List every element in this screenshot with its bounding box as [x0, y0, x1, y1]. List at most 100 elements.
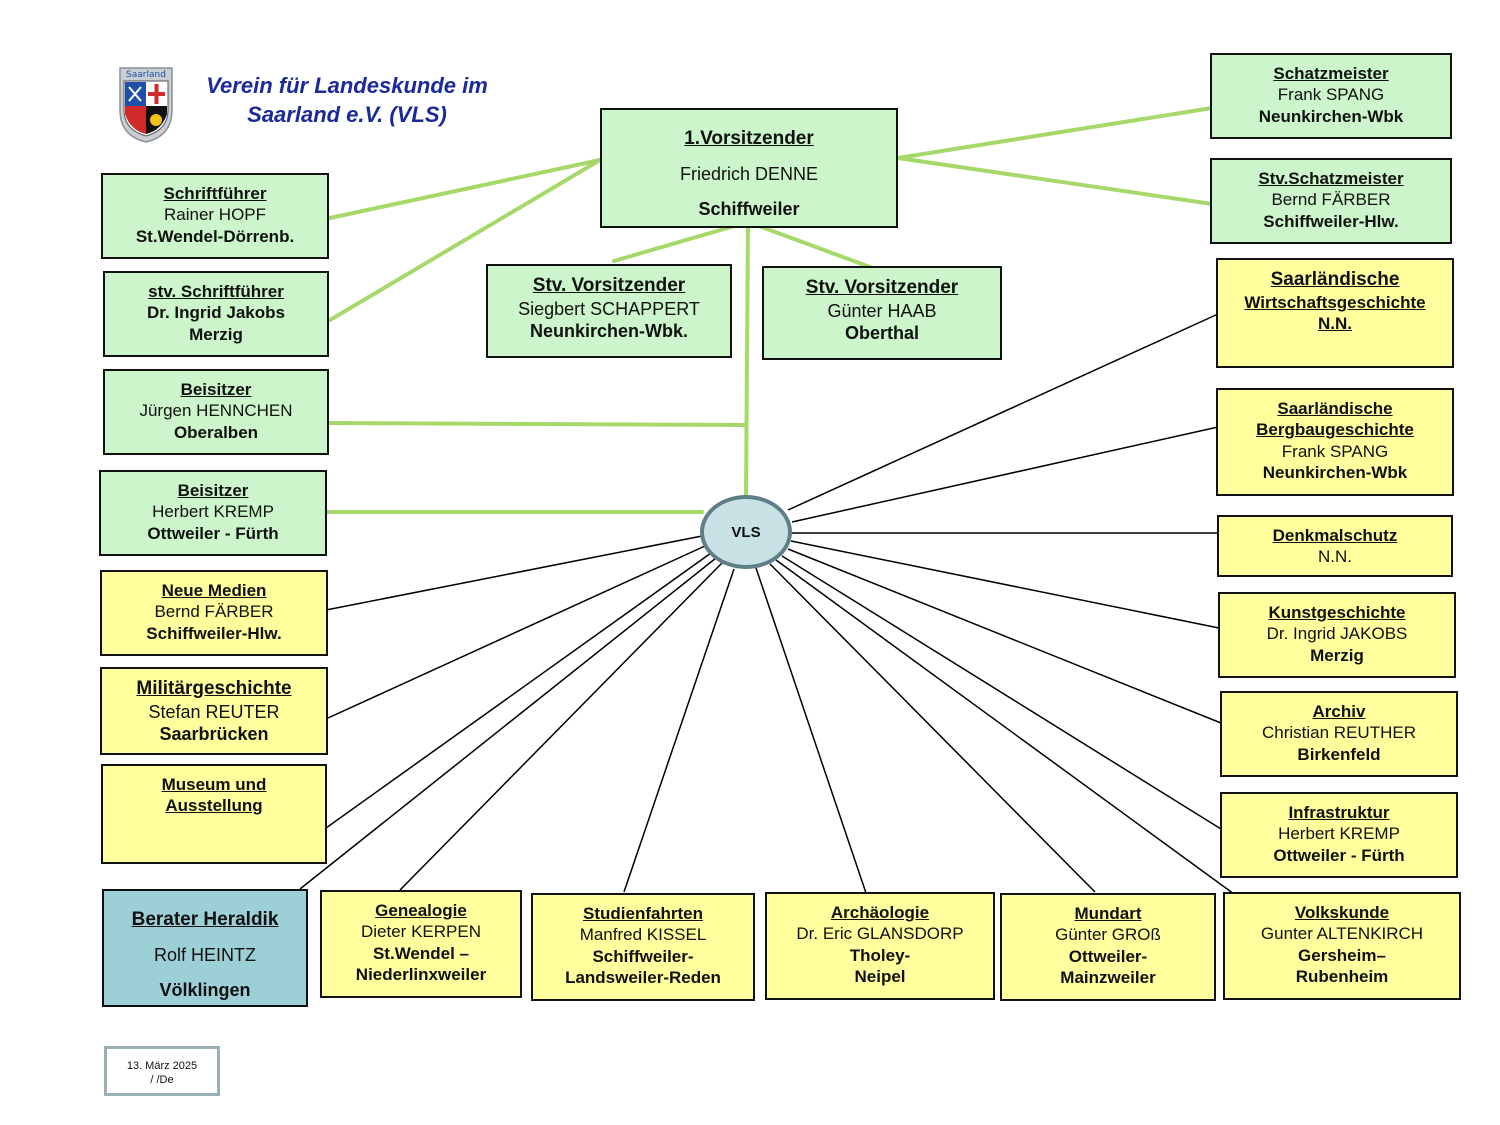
archiv-location: Birkenfeld [1297, 744, 1381, 764]
mundart-title: Mundart [1074, 904, 1142, 923]
militaergeschichte-box: Militärgeschichte Stefan REUTER Saarbrüc… [100, 667, 328, 755]
bergbaugeschichte-person: Frank SPANG [1281, 441, 1389, 461]
link-wirtschaft [787, 313, 1219, 511]
treasurer-person: Frank SPANG [1277, 85, 1385, 105]
militaergeschichte-title: Militärgeschichte [136, 678, 292, 699]
assessor1-person: Jürgen HENNCHEN [139, 401, 293, 421]
assessor1-box: Beisitzer Jürgen HENNCHEN Oberalben [103, 369, 329, 455]
link-heraldik [299, 557, 717, 890]
vice1-location: Neunkirchen-Wbk. [529, 321, 689, 342]
infrastruktur-location: Ottweiler - Fürth [1273, 845, 1405, 865]
denkmalschutz-box: Denkmalschutz N.N. [1217, 515, 1453, 577]
vice2-title: Stv. Vorsitzender [805, 277, 959, 298]
chair-title: 1.Vorsitzender [684, 128, 814, 149]
link-chair-treasurer [896, 106, 1214, 160]
link-volkskunde [775, 559, 1235, 895]
volkskunde-title: Volkskunde [1294, 903, 1390, 922]
archiv-title: Archiv [1312, 702, 1366, 721]
link-chair-hub [744, 220, 750, 498]
link-museum [325, 552, 712, 829]
assessor2-box: Beisitzer Herbert KREMP Ottweiler - Fürt… [99, 470, 327, 556]
secretary-box: Schriftführer Rainer HOPF St.Wendel-Dörr… [101, 173, 329, 259]
archaeologie-location-line1: Tholey- [849, 945, 911, 965]
svg-text:Saarland: Saarland [126, 70, 166, 80]
link-assessor1 [326, 421, 748, 427]
secretary-title: Schriftführer [163, 184, 267, 203]
museum-box: Museum und Ausstellung [101, 764, 327, 864]
mundart-box: Mundart Günter GROß Ottweiler- Mainzweil… [1000, 893, 1216, 1001]
wirtschaftsgeschichte-title-line2: Wirtschaftsgeschichte [1244, 292, 1426, 312]
link-studienfahrten [623, 568, 735, 893]
heraldik-person: Rolf HEINTZ [153, 945, 256, 966]
treasurer-box: Schatzmeister Frank SPANG Neunkirchen-Wb… [1210, 53, 1452, 139]
volkskunde-location-line1: Gersheim– [1298, 945, 1386, 965]
vice1-box: Stv. Vorsitzender Siegbert SCHAPPERT Neu… [486, 264, 732, 358]
vice-treasurer-location: Schiffweiler-Hlw. [1263, 211, 1399, 231]
neue-medien-person: Bernd FÄRBER [154, 602, 274, 622]
assessor2-location: Ottweiler - Fürth [147, 523, 279, 543]
chair-box: 1.Vorsitzender Friedrich DENNE Schiffwei… [600, 108, 898, 228]
reference-text: / /De [150, 1074, 174, 1087]
assessor1-title: Beisitzer [180, 380, 252, 399]
infrastruktur-box: Infrastruktur Herbert KREMP Ottweiler - … [1220, 792, 1458, 878]
genealogie-location-line1: St.Wendel – [372, 943, 470, 963]
mundart-location-line1: Ottweiler- [1068, 946, 1148, 966]
bergbaugeschichte-title-line2: Bergbaugeschichte [1256, 420, 1414, 440]
vice1-person: Siegbert SCHAPPERT [518, 298, 700, 319]
studienfahrten-location-line1: Schiffweiler- [592, 946, 694, 966]
infrastruktur-title: Infrastruktur [1288, 803, 1390, 822]
link-bergbau [791, 426, 1219, 523]
neue-medien-location: Schiffweiler-Hlw. [146, 623, 282, 643]
heraldik-location: Völklingen [159, 980, 251, 1001]
link-neue-medien [325, 535, 703, 611]
wirtschaftsgeschichte-title-line1: Saarländische [1270, 269, 1400, 290]
vice1-title: Stv. Vorsitzender [532, 275, 686, 296]
link-chair-vice-treasurer [896, 156, 1214, 206]
kunstgeschichte-box: Kunstgeschichte Dr. Ingrid JAKOBS Merzig [1218, 592, 1456, 678]
treasurer-location: Neunkirchen-Wbk [1258, 106, 1404, 126]
vice-treasurer-person: Bernd FÄRBER [1271, 190, 1391, 210]
archaeologie-location-line2: Neipel [854, 966, 906, 986]
assessor2-title: Beisitzer [177, 481, 249, 500]
link-chair-vice1 [612, 220, 750, 263]
page-title-line1: Verein für Landeskunde im [206, 73, 488, 98]
volkskunde-location-line2: Rubenheim [1295, 966, 1389, 986]
denkmalschutz-person: N.N. [1318, 547, 1352, 567]
date-box: 13. März 2025 / /De [104, 1046, 220, 1096]
mundart-location-line2: Mainzweiler [1060, 967, 1156, 987]
link-chair-secretary [328, 158, 602, 220]
studienfahrten-person: Manfred KISSEL [579, 925, 707, 945]
infrastruktur-person: Herbert KREMP [1278, 824, 1400, 844]
kunstgeschichte-person: Dr. Ingrid JAKOBS [1266, 624, 1408, 644]
studienfahrten-box: Studienfahrten Manfred KISSEL Schiffweil… [531, 893, 755, 1001]
vice-treasurer-title: Stv.Schatzmeister [1258, 169, 1404, 188]
genealogie-box: Genealogie Dieter KERPEN St.Wendel – Nie… [320, 890, 522, 998]
kunstgeschichte-location: Merzig [1310, 645, 1364, 665]
bergbaugeschichte-box: Saarländische Bergbaugeschichte Frank SP… [1216, 388, 1454, 496]
vice-treasurer-box: Stv.Schatzmeister Bernd FÄRBER Schiffwei… [1210, 158, 1452, 244]
museum-title-line1: Museum und [161, 775, 267, 794]
kunstgeschichte-title: Kunstgeschichte [1268, 603, 1406, 622]
neue-medien-title: Neue Medien [161, 581, 267, 600]
archaeologie-title: Archäologie [830, 903, 930, 922]
archiv-box: Archiv Christian REUTHER Birkenfeld [1220, 691, 1458, 777]
date-text: 13. März 2025 [126, 1060, 198, 1072]
vice2-person: Günter HAAB [827, 300, 937, 321]
vice-secretary-box: stv. Schriftführer Dr. Ingrid Jakobs Mer… [103, 271, 329, 357]
bergbaugeschichte-title-line1: Saarländische [1277, 399, 1393, 418]
chair-location: Schiffweiler [698, 199, 800, 220]
militaergeschichte-location: Saarbrücken [159, 724, 269, 745]
link-mundart [769, 563, 1096, 893]
wirtschaftsgeschichte-person: N.N. [1318, 314, 1352, 333]
neue-medien-box: Neue Medien Bernd FÄRBER Schiffweiler-Hl… [100, 570, 328, 656]
link-chair-vice2 [746, 220, 872, 269]
bergbaugeschichte-location: Neunkirchen-Wbk [1262, 462, 1408, 482]
link-archaeologie [755, 567, 867, 894]
page-title-line2: Saarland e.V. (VLS) [247, 101, 447, 127]
secretary-person: Rainer HOPF [163, 205, 267, 225]
studienfahrten-location-line2: Landsweiler-Reden [565, 967, 721, 987]
denkmalschutz-title: Denkmalschutz [1272, 526, 1398, 545]
heraldik-title: Berater Heraldik [131, 909, 279, 930]
vice-secretary-title: stv. Schriftführer [148, 282, 284, 301]
